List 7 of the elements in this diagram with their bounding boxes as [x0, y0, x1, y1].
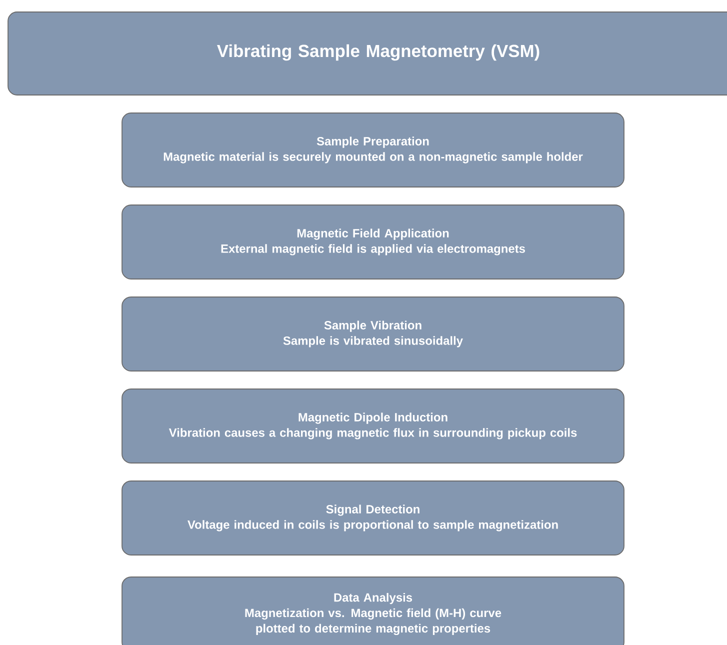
step-box: Sample Preparation Magnetic material is securely mounted on a non-magnetic sample holder — [122, 112, 624, 188]
step-box: Signal Detection Voltage induced in coils is proportional to sample magnetization — [122, 480, 624, 556]
step-box: Magnetic Field Application External magnetic field is applied via electromagnets — [122, 204, 624, 280]
step-box: Magnetic Dipole Induction Vibration causes a changing magnetic flux in surrounding pickup coils — [122, 388, 624, 464]
step-box: Sample Vibration Sample is vibrated sinusoidally — [122, 296, 624, 372]
step-box: Data Analysis Magnetization vs. Magnetic field (M-H) curve plotted to determine magnetic properties — [122, 576, 624, 645]
title-box: Vibrating Sample Magnetometry (VSM) — [8, 12, 727, 96]
